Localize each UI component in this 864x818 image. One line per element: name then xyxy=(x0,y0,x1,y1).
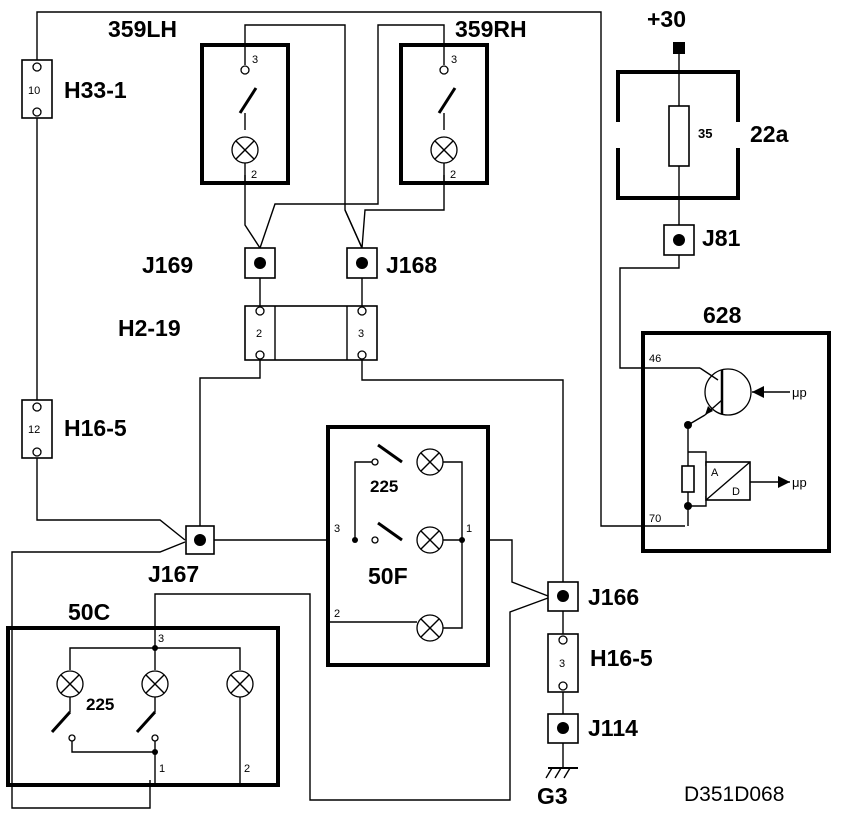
pin-50c-2: 2 xyxy=(244,763,250,775)
module-50c xyxy=(6,626,280,787)
switch-359rh xyxy=(399,43,489,185)
ecu-628 xyxy=(641,331,831,553)
connector-j168 xyxy=(346,247,378,279)
connector-j169 xyxy=(244,247,276,279)
label-50c-225: 225 xyxy=(86,695,114,714)
pin-359lh-2: 2 xyxy=(251,169,257,181)
module-50f xyxy=(326,425,490,667)
connector-j166 xyxy=(547,581,579,612)
label-50c: 50C xyxy=(68,599,110,625)
pin-h16-left: 12 xyxy=(28,424,40,436)
pin-h33: 10 xyxy=(28,85,40,97)
label-50f-225: 225 xyxy=(370,477,398,496)
label-22a: 22a xyxy=(750,121,789,147)
connector-j81 xyxy=(663,224,695,256)
connector-h16-left xyxy=(21,399,53,459)
supply-label: +30 xyxy=(647,6,686,32)
fuse-box-22a xyxy=(616,70,740,200)
pin-h2-19-b: 3 xyxy=(358,328,364,340)
label-j169: J169 xyxy=(142,252,193,278)
microprocessor-label-bottom: μp xyxy=(792,475,807,490)
pin-h2-19-a: 2 xyxy=(256,328,262,340)
label-j81: J81 xyxy=(702,225,741,251)
pin-50c-3: 3 xyxy=(158,633,164,645)
connector-h33 xyxy=(21,59,53,119)
connector-h2-19 xyxy=(244,305,378,361)
ad-label-d: D xyxy=(732,486,740,498)
microprocessor-label-top: μp xyxy=(792,385,807,400)
ad-label-a: A xyxy=(711,467,719,479)
pin-359lh-3: 3 xyxy=(252,54,258,66)
supply-terminal-icon xyxy=(673,42,685,54)
label-h2-19: H2-19 xyxy=(118,315,181,341)
wires xyxy=(11,11,700,809)
label-j166: J166 xyxy=(588,584,639,610)
pin-50f-2: 2 xyxy=(334,608,340,620)
resistor-icon xyxy=(681,465,695,493)
switch-359lh xyxy=(200,43,290,185)
label-50f: 50F xyxy=(368,563,408,589)
pin-628-70: 70 xyxy=(649,513,661,525)
pin-359rh-2: 2 xyxy=(450,169,456,181)
pin-50c-1: 1 xyxy=(159,763,165,775)
ground-icon xyxy=(545,767,578,779)
transistor-icon xyxy=(704,368,752,416)
label-h33: H33-1 xyxy=(64,77,127,103)
label-359rh: 359RH xyxy=(455,16,527,42)
label-h16-left: H16-5 xyxy=(64,415,127,441)
pin-359rh-3: 3 xyxy=(451,54,457,66)
label-j168: J168 xyxy=(386,252,437,278)
label-j114: J114 xyxy=(588,715,638,741)
connector-j167 xyxy=(185,525,215,555)
label-g3: G3 xyxy=(537,783,568,809)
fuse-value: 35 xyxy=(698,126,712,141)
label-h16-right: H16-5 xyxy=(590,645,653,671)
label-628: 628 xyxy=(703,302,742,328)
label-359lh: 359LH xyxy=(108,16,177,42)
pin-50f-3: 3 xyxy=(334,523,340,535)
connector-j114 xyxy=(547,713,579,744)
pin-h16-right: 3 xyxy=(559,658,565,670)
pin-50f-1: 1 xyxy=(466,523,472,535)
label-j167: J167 xyxy=(148,561,199,587)
pin-628-46: 46 xyxy=(649,353,661,365)
figure-id: D351D068 xyxy=(684,783,784,806)
connector-h16-right xyxy=(547,633,579,693)
fuse-icon xyxy=(668,105,690,167)
